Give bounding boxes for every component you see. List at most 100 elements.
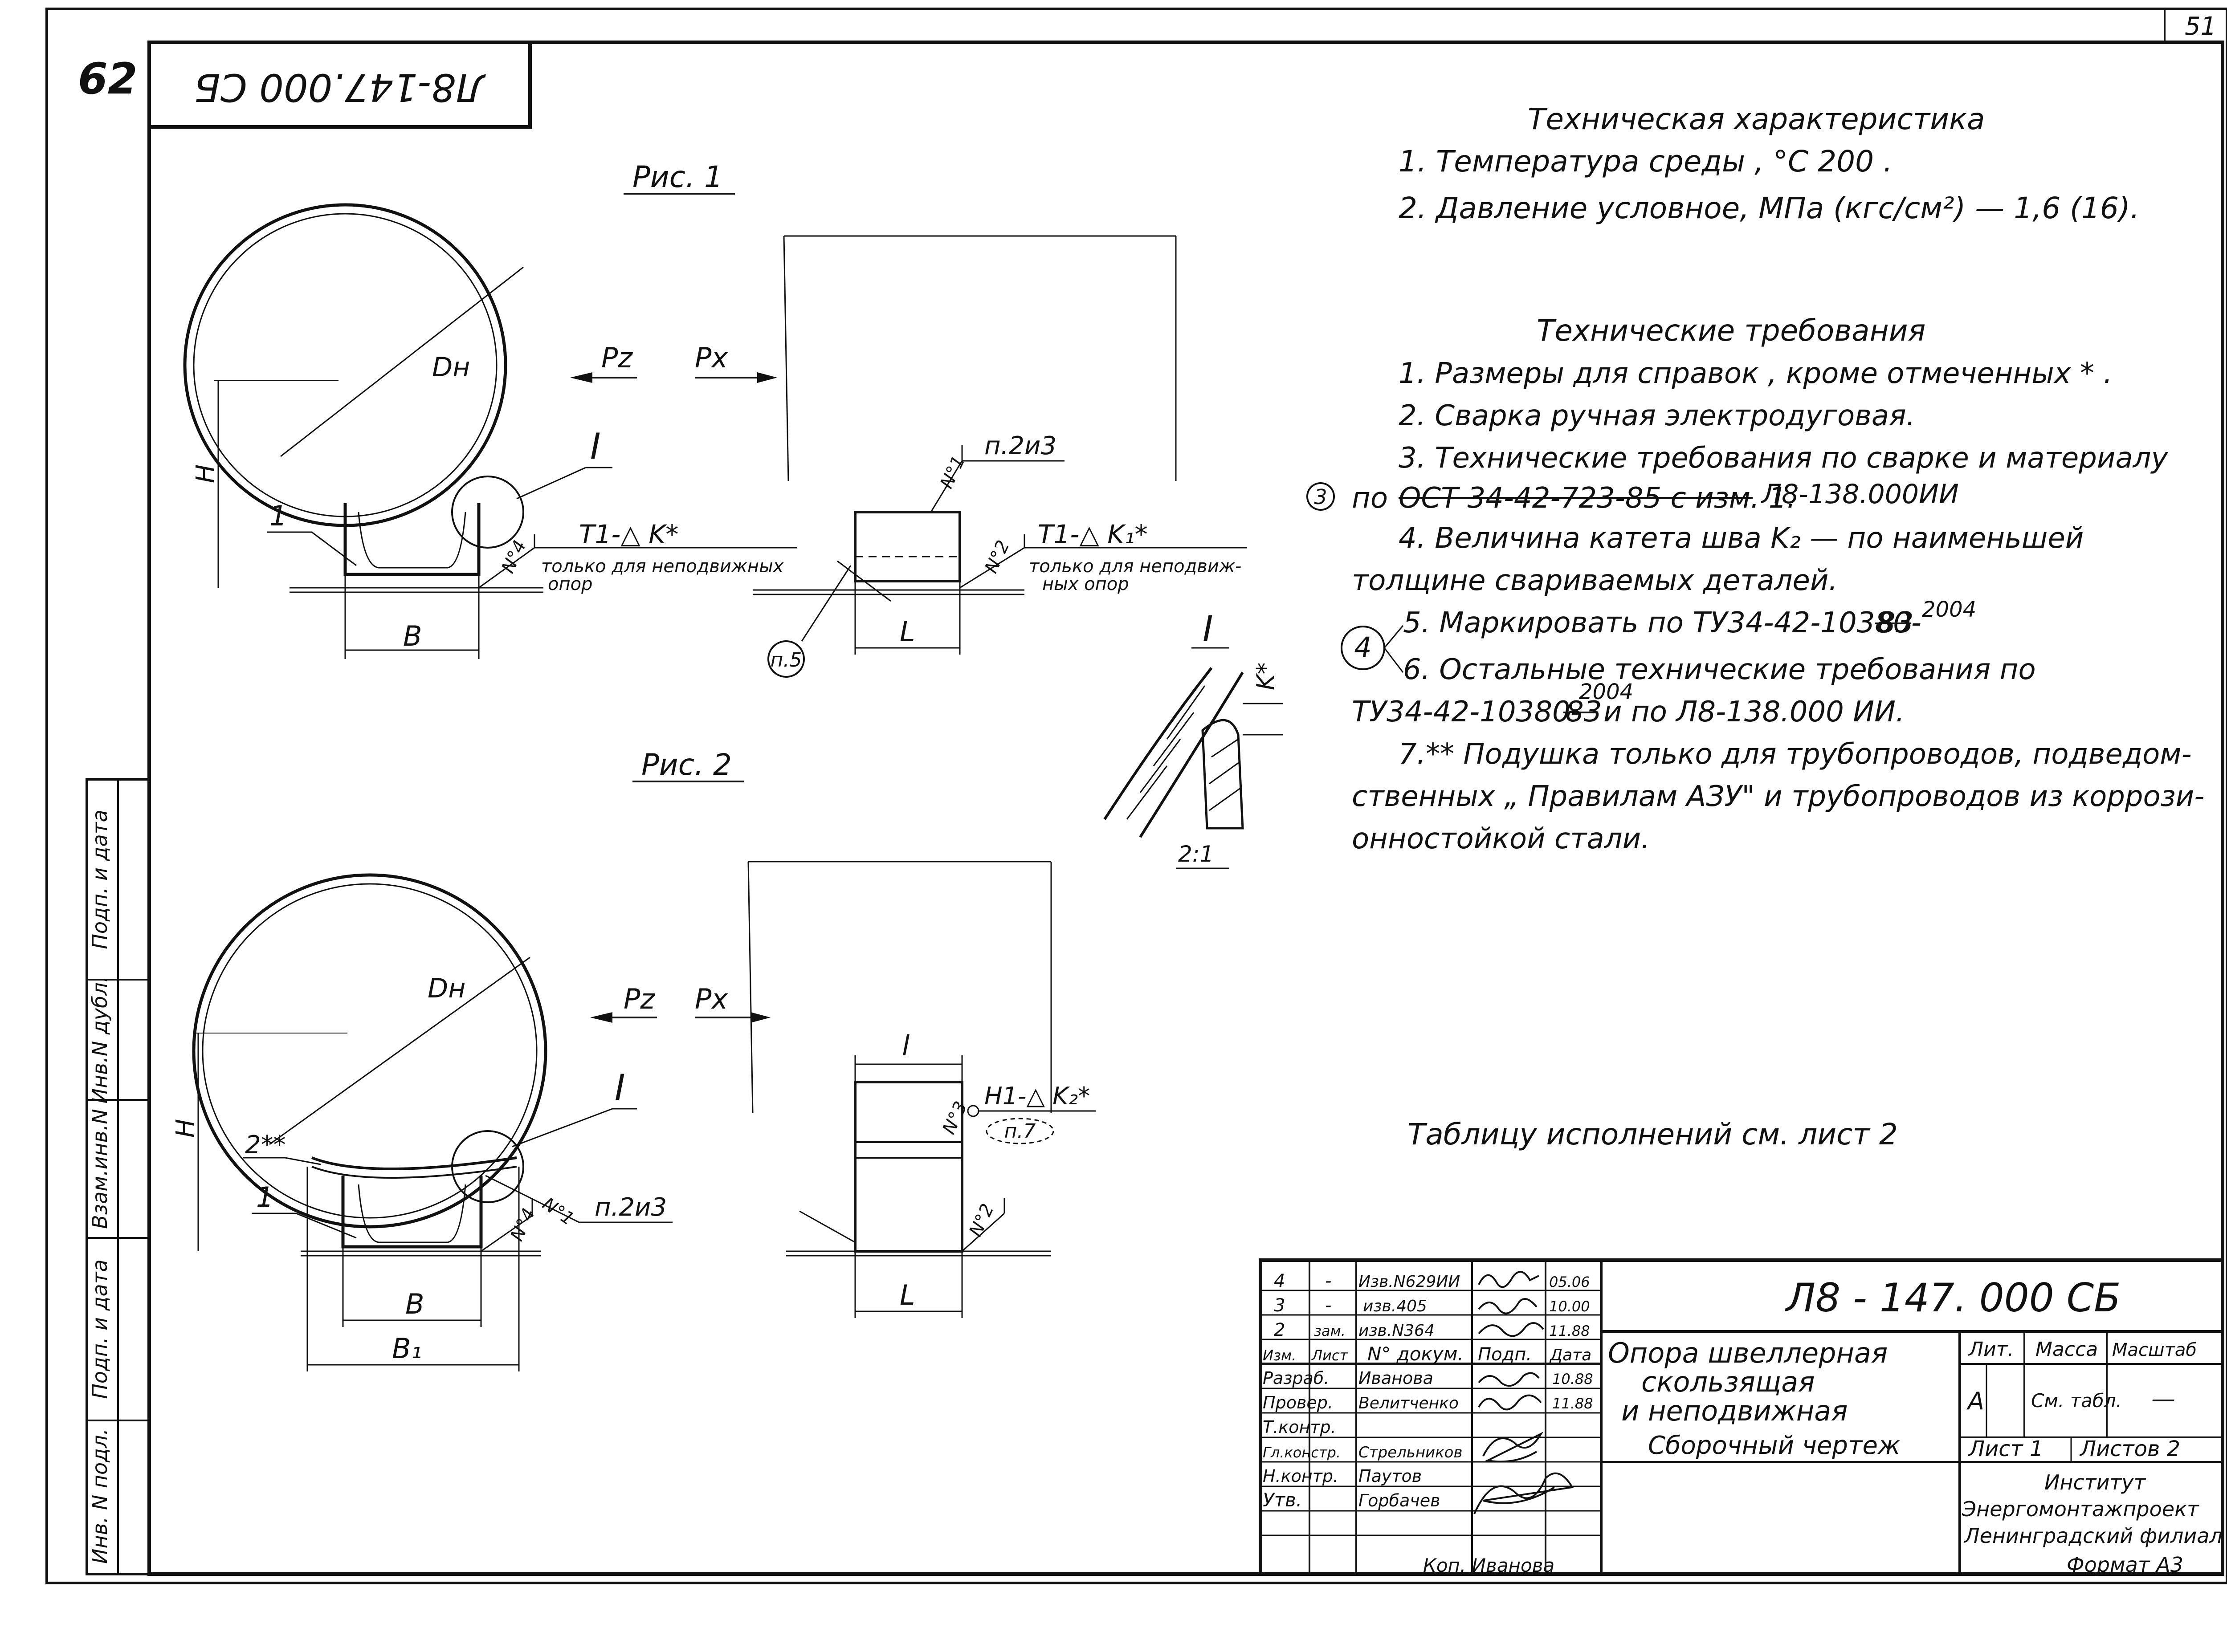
rev-doc: изв.N364 xyxy=(1358,1322,1435,1340)
rotated-code-box xyxy=(147,41,532,129)
tech-req-5-prefix: 5. Маркировать по ТУ34-42-10380- xyxy=(1403,606,1921,639)
fig2-weld-h1: H1-△ K₂* xyxy=(984,1082,1090,1110)
tech-req-6b-suffix: и по Л8-138.000 ИИ. xyxy=(1603,696,1905,728)
detail-k: K* xyxy=(1252,663,1280,690)
fig2-b1: B₁ xyxy=(392,1332,422,1365)
tech-req-6a: 6. Остальные технические требования по xyxy=(1403,653,2036,686)
tech-req-3b-prefix: по xyxy=(1352,482,1388,515)
side-label-sign1: Подп. и дата xyxy=(88,1259,112,1399)
fig2-l: L xyxy=(900,1279,915,1311)
fig1-weld-right: T1-△ K₁* xyxy=(1038,519,1148,549)
fig2-dn: Dн xyxy=(428,973,465,1004)
tech-char-line1: 1. Температура среды , °C 200 . xyxy=(1399,144,1893,179)
side-label-vzam: Взам.инв.N xyxy=(88,1109,112,1229)
scale-value: — xyxy=(2151,1385,2175,1413)
mass-label: Масса xyxy=(2035,1338,2098,1361)
rev-date: 05.06 xyxy=(1549,1274,1590,1290)
header-date: Дата xyxy=(1549,1346,1591,1364)
page-number: 51 xyxy=(2185,12,2216,41)
role-prover: Провер. xyxy=(1263,1393,1333,1412)
name-line3: и неподвижная xyxy=(1621,1395,1848,1427)
org-line1: Институт xyxy=(2044,1470,2146,1494)
header-sign: Подп. xyxy=(1478,1344,1532,1365)
tech-req-5-new: 2004 xyxy=(1922,597,1976,622)
rev-list: зам. xyxy=(1314,1322,1346,1339)
fig2-h: H xyxy=(171,1119,200,1138)
copied-by: Коп. Иванова xyxy=(1423,1554,1554,1576)
tech-req-45-mark: 4 xyxy=(1354,631,1371,663)
side-stamp: Инв. N подл. Подп. и дата Взам.инв.N Инв… xyxy=(86,778,151,1575)
rev-izm: 4 xyxy=(1274,1271,1285,1291)
tech-req-3b-new: Л8-138.000ИИ xyxy=(1761,479,1959,510)
name-glkonstr: Стрельников xyxy=(1358,1444,1463,1461)
fig2-pz: Pz xyxy=(624,983,655,1015)
fig2-pos2: 2** xyxy=(245,1131,286,1160)
fig2-channel xyxy=(341,1176,483,1249)
detail-scale: 2:1 xyxy=(1178,841,1214,867)
name-utv: Горбачев xyxy=(1358,1491,1440,1510)
name-prover: Велитченко xyxy=(1358,1394,1459,1412)
figure-1: Рис. 1 Dн Pz H B 1 I N°4 xyxy=(183,160,1247,678)
date-prover: 11.88 xyxy=(1552,1395,1593,1412)
org-line2: Энергомонтажпроект xyxy=(1962,1497,2199,1521)
fig1-side-plate xyxy=(854,511,961,582)
role-glkonstr: Гл.констр. xyxy=(1263,1444,1341,1461)
name-line2: скользящая xyxy=(1641,1366,1815,1398)
rev-date: 10.00 xyxy=(1549,1298,1590,1315)
signatures xyxy=(1473,1271,1574,1514)
rev-izm: 2 xyxy=(1274,1320,1285,1340)
sheet-label: Лист 1 xyxy=(1968,1436,2043,1461)
fig2-pad xyxy=(311,1156,517,1170)
fig1-weld-right-note: только для неподвиж- xyxy=(1029,556,1241,577)
tech-char-line2: 2. Давление условное, МПа (кгс/см²) — 1,… xyxy=(1399,191,2140,225)
tech-req-4b: толщине свариваемых деталей. xyxy=(1352,564,1838,597)
fig1-l: L xyxy=(900,615,915,648)
scale-label: Масштаб xyxy=(2112,1340,2197,1360)
tech-char-heading: Техническая характеристика xyxy=(1528,102,1985,136)
figure-2: Рис. 2 Dн Pz H B B₁ 2** 1 xyxy=(171,748,1096,1371)
doc-code: Л8 - 147. 000 СБ xyxy=(1785,1275,2121,1321)
fig1-weld-right-note2: ных опор xyxy=(1042,574,1129,594)
title-block xyxy=(1259,1258,2224,1576)
role-nkontr: Н.контр. xyxy=(1263,1466,1338,1486)
side-label-sign2: Подп. и дата xyxy=(88,810,112,949)
fig1-b: B xyxy=(403,620,422,652)
fig1-h: H xyxy=(191,464,220,483)
name-razrab: Иванова xyxy=(1358,1368,1433,1388)
tech-req-7a: 7.** Подушка только для трубопроводов, п… xyxy=(1399,738,2192,771)
corner-number: 62 xyxy=(78,54,138,104)
name-nkontr: Паутов xyxy=(1358,1466,1422,1486)
rotated-code: Л8-147.000 СБ xyxy=(194,65,486,110)
fig2-pos1: 1 xyxy=(256,1181,273,1213)
rev-izm: 3 xyxy=(1274,1295,1285,1316)
tech-req-3-mark: 3 xyxy=(1314,485,1327,509)
role-utv: Утв. xyxy=(1263,1489,1302,1511)
tech-req-6b-prefix: ТУ34-42-10380- xyxy=(1352,696,1581,728)
fig1-dn: Dн xyxy=(432,352,470,383)
mass-value: См. табл. xyxy=(2031,1390,2122,1412)
tech-characteristics: Техническая характеристика 1. Температур… xyxy=(1399,102,2140,225)
fig1-px: Px xyxy=(695,342,728,374)
role-tkontr: Т.контр. xyxy=(1263,1417,1336,1437)
outer-frame xyxy=(45,8,2227,1584)
fig1-weld-left-note2: опор xyxy=(548,574,593,594)
role-razrab: Разраб. xyxy=(1263,1368,1329,1388)
tech-req-heading: Технические требования xyxy=(1537,313,1925,348)
fig1-weld-left: T1-△ K* xyxy=(579,519,678,549)
side-label-dubl: Инв.N дубл. xyxy=(88,976,112,1104)
tech-req-1: 1. Размеры для справок , кроме отмеченны… xyxy=(1399,357,2113,390)
title-block-text: Л8 - 147. 000 СБ Опора швеллерная скольз… xyxy=(1263,1271,2223,1577)
tech-req-3a: 3. Технические требования по сварке и ма… xyxy=(1399,442,2169,475)
fig2-title: Рис. 2 xyxy=(641,748,732,782)
fig1-pos1: 1 xyxy=(269,500,287,532)
name-line1: Опора швеллерная xyxy=(1608,1337,1888,1369)
fig2-view: I xyxy=(615,1067,625,1108)
sheets-label: Листов 2 xyxy=(2079,1436,2180,1461)
detail-view-label: I xyxy=(1203,608,1213,650)
tech-req-2: 2. Сварка ручная электродуговая. xyxy=(1399,399,1915,432)
lit-label: Лит. xyxy=(1968,1338,2014,1361)
fig1-weld-ref: п.2и3 xyxy=(984,431,1056,460)
fig1-title: Рис. 1 xyxy=(632,160,723,194)
name-line4: Сборочный чертеж xyxy=(1648,1431,1900,1460)
fig2-weld-ref: п.2и3 xyxy=(595,1193,667,1222)
